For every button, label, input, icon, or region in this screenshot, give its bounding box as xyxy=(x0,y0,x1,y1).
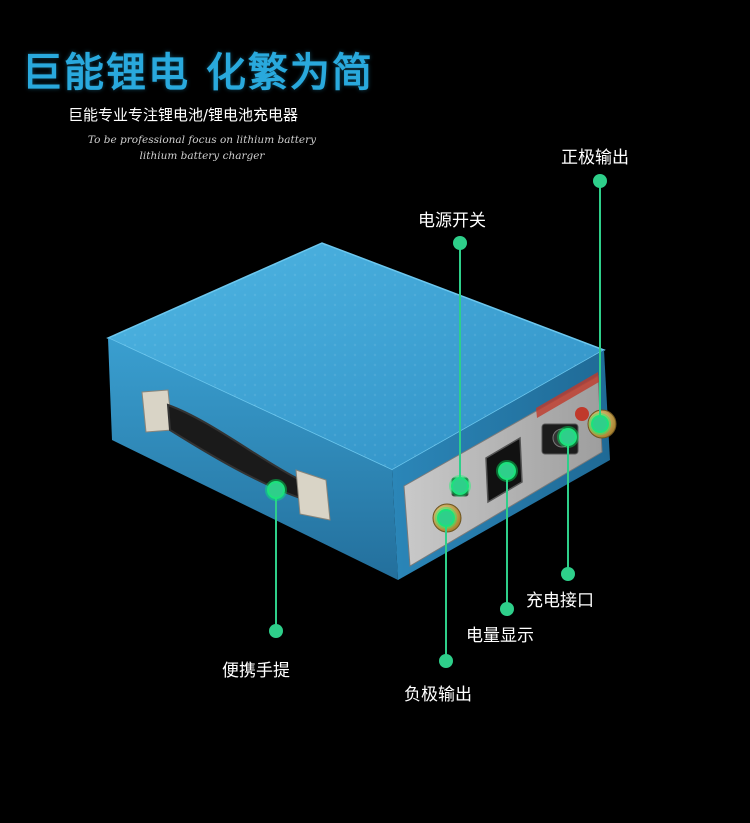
dot-icon xyxy=(439,654,453,668)
dot-icon xyxy=(561,567,575,581)
label-handle: 便携手提 xyxy=(222,661,290,681)
page-title: 巨能锂电 化繁为简 xyxy=(22,50,374,96)
label-power-switch: 电源开关 xyxy=(418,211,486,231)
dot-icon xyxy=(435,507,457,529)
dot-icon xyxy=(265,479,287,501)
callout-dots xyxy=(265,174,611,668)
page-subtitle: 巨能专业专注锂电池/锂电池充电器 xyxy=(68,106,299,124)
dot-icon xyxy=(449,475,471,497)
label-positive-output: 正极输出 xyxy=(561,148,629,168)
label-negative-output: 负极输出 xyxy=(404,685,472,705)
dot-icon xyxy=(500,602,514,616)
label-power-display: 电量显示 xyxy=(466,626,534,646)
english-slogan: To be professional focus on lithium batt… xyxy=(52,132,352,164)
dot-icon xyxy=(557,426,579,448)
handle-graphic xyxy=(141,389,331,521)
dot-icon xyxy=(496,460,518,482)
callout-lines xyxy=(275,181,601,661)
dot-icon xyxy=(269,624,283,638)
label-charge-port: 充电接口 xyxy=(526,591,594,611)
slogan-line-1: To be professional focus on lithium batt… xyxy=(87,134,317,146)
dot-icon xyxy=(589,413,611,435)
slogan-line-2: lithium battery charger xyxy=(139,150,265,162)
dot-icon xyxy=(453,236,467,250)
dot-icon xyxy=(593,174,607,188)
